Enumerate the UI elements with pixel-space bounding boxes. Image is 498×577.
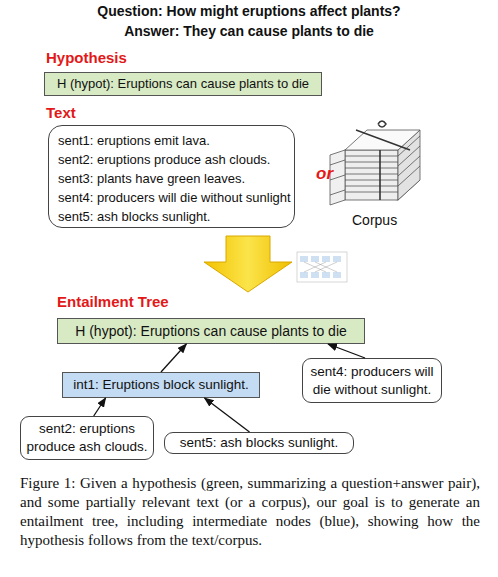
hypothesis-box: H (hypot): Eruptions can cause plants to… xyxy=(57,318,365,344)
section-label: Text xyxy=(46,104,76,121)
hypothesis-box: H (hypot): Eruptions can cause plants to… xyxy=(44,72,322,96)
node-text: H (hypot): Eruptions can cause plants to… xyxy=(54,75,312,93)
sentence-box: sent5: ash blocks sunlight. xyxy=(164,432,354,454)
sentence-line: sent4: producers will die without sunlig… xyxy=(58,188,285,207)
process-arrow xyxy=(204,236,292,292)
section-label: Hypothesis xyxy=(46,49,127,66)
intermediate-box: int1: Eruptions block sunlight. xyxy=(62,372,260,398)
node-text: sent5: ash blocks sunlight. xyxy=(177,434,341,452)
question-heading: Question: How might eruptions affect pla… xyxy=(0,3,498,19)
sentence-line: sent3: plants have green leaves. xyxy=(58,169,285,188)
sentence-line: sent5: ash blocks sunlight. xyxy=(58,207,285,226)
entailment-arrow xyxy=(205,398,250,432)
sentence-box: sent2: eruptions produce ash clouds. xyxy=(20,416,154,460)
sentence-line: sent2: eruptions produce ash clouds. xyxy=(58,150,285,169)
model-thumbnail xyxy=(297,252,347,282)
sentence-line: sent1: eruptions emit lava. xyxy=(58,131,285,150)
answer-heading: Answer: They can cause plants to die xyxy=(0,23,498,39)
node-text: sent4: producers will die without sunlig… xyxy=(303,363,441,399)
node-text: sent2: eruptions produce ash clouds. xyxy=(21,420,153,456)
figure-caption: Figure 1: Given a hypothesis (green, sum… xyxy=(20,474,480,550)
entailment-arrow xyxy=(161,344,186,372)
node-text: H (hypot): Eruptions can cause plants to… xyxy=(72,322,350,340)
entailment-arrow xyxy=(94,398,106,416)
entailment-arrow xyxy=(328,344,365,358)
text-box: sent1: eruptions emit lava.sent2: erupti… xyxy=(48,125,295,228)
corpus-stack xyxy=(330,121,420,205)
or-label: or xyxy=(316,164,333,184)
corpus-label: Corpus xyxy=(352,212,397,228)
node-text: int1: Eruptions block sunlight. xyxy=(70,376,252,394)
sentence-box: sent4: producers will die without sunlig… xyxy=(302,358,442,403)
section-label: Entailment Tree xyxy=(57,293,169,310)
